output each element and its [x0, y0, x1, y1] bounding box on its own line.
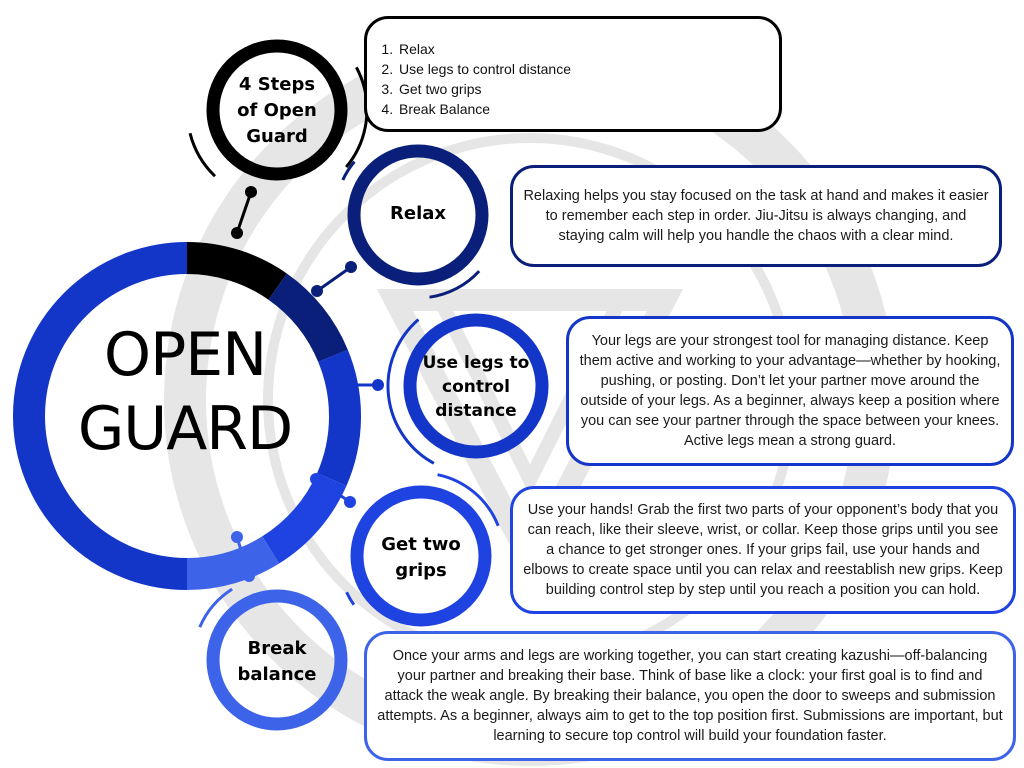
ring-seg-royal: [316, 349, 361, 486]
legs-node-line3: distance: [435, 401, 517, 421]
main-ring: [13, 242, 361, 590]
balance-node-line1: Break: [247, 638, 307, 659]
balance-node-label: Break balance: [222, 636, 332, 688]
steps-list-box: Relax Use legs to control distance Get t…: [364, 16, 782, 132]
steps-node-label: 4 Steps of Open Guard: [217, 72, 337, 150]
legs-node-line1: Use legs to: [422, 353, 530, 373]
grips-node-line1: Get two: [381, 534, 461, 555]
balance-node-line2: balance: [237, 664, 317, 685]
steps-node-line1: 4 Steps: [238, 74, 316, 95]
grips-node-line2: grips: [395, 560, 447, 581]
balance-description: Once your arms and legs are working toge…: [377, 648, 1003, 744]
steps-node-line2: of Open: [237, 100, 317, 121]
grips-description-box: Use your hands! Grab the first two parts…: [510, 486, 1016, 614]
ring-seg-main: [13, 242, 188, 590]
relax-description-box: Relaxing helps you stay focused on the t…: [510, 165, 1002, 267]
steps-list-item: Get two grips: [397, 79, 779, 99]
legs-node-ring: [386, 313, 549, 465]
legs-description-box: Your legs are your strongest tool for ma…: [566, 316, 1014, 466]
ring-seg-light: [186, 536, 280, 590]
main-title-line1: OPEN: [103, 320, 267, 390]
main-title: OPEN GUARD: [70, 318, 300, 466]
connectors: [231, 186, 384, 582]
grips-description: Use your hands! Grab the first two parts…: [523, 502, 1003, 598]
ring-seg-black: [186, 242, 287, 300]
steps-list-item: Break Balance: [397, 99, 779, 119]
main-title-line2: GUARD: [77, 394, 293, 464]
relax-node-label: Relax: [390, 203, 446, 224]
steps-node-line3: Guard: [246, 126, 308, 147]
legs-description: Your legs are your strongest tool for ma…: [579, 333, 1001, 449]
grips-node-label: Get two grips: [366, 532, 476, 584]
ring-seg-navy: [268, 273, 348, 363]
balance-description-box: Once your arms and legs are working toge…: [364, 631, 1016, 761]
balance-node-ring: [198, 587, 348, 731]
relax-description: Relaxing helps you stay focused on the t…: [523, 188, 989, 244]
legs-node-label: Use legs to control distance: [416, 351, 536, 423]
steps-list-item: Relax: [397, 39, 779, 59]
relax-node-ring: [341, 144, 489, 299]
steps-list: Relax Use legs to control distance Get t…: [383, 39, 779, 119]
legs-node-line2: control: [442, 377, 510, 397]
steps-list-item: Use legs to control distance: [397, 59, 779, 79]
grips-node-ring: [345, 473, 500, 627]
